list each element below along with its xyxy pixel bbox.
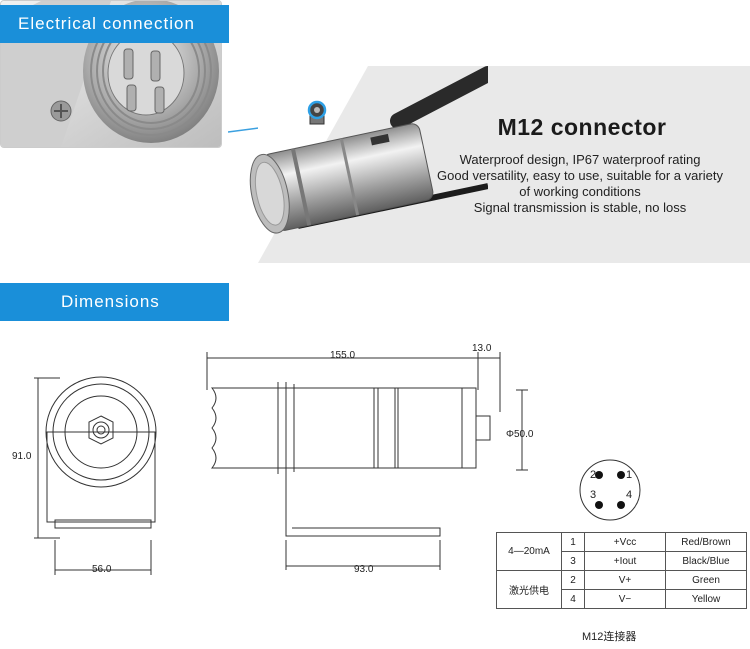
pin-label: 2 [590, 469, 597, 481]
group-label: 4—20mA [496, 532, 562, 571]
pin-cell: 1 [561, 532, 585, 552]
dim-length-connector: 13.0 [472, 343, 492, 354]
pin-cell: 2 [561, 570, 585, 590]
dim-diameter: Φ50.0 [506, 429, 534, 440]
side-view-drawing [206, 352, 528, 570]
pin-label: 4 [626, 489, 633, 501]
product-title: M12 connector [497, 114, 667, 140]
color-cell: Red/Brown [665, 532, 747, 552]
section-header-dimensions: Dimensions [0, 283, 229, 321]
feature-line: Signal transmission is stable, no loss [473, 200, 687, 215]
color-cell: Yellow [665, 589, 747, 609]
pin-cell: 4 [561, 589, 585, 609]
table-row: 激光供电 2 V+ Green [496, 570, 747, 609]
table-row: 4 V− Yellow [497, 589, 747, 609]
feature-line: Good versatility, easy to use, suitable … [437, 168, 723, 183]
table-row: 3 +Iout Black/Blue [497, 551, 747, 571]
signal-cell: V+ [584, 570, 666, 590]
table-row: 4—20mA 1 +Vcc Red/Brown [496, 532, 747, 571]
signal-cell: +Iout [584, 551, 666, 571]
front-view-drawing [34, 376, 157, 575]
group-label: 激光供电 [496, 570, 562, 609]
sensor-photo [238, 66, 496, 251]
section-header-electrical: Electrical connection [0, 5, 229, 43]
table-caption: M12连接器 [582, 631, 637, 643]
dim-front-width: 56.0 [92, 564, 112, 575]
pin-label: 1 [626, 469, 633, 481]
feature-line: of working conditions [519, 184, 641, 199]
feature-list: Waterproof design, IP67 waterproof ratin… [410, 152, 750, 216]
pin-diagram [579, 459, 641, 521]
color-cell: Green [665, 570, 747, 590]
wiring-table: 4—20mA 1 +Vcc Red/Brown 3 +Iout Black/Bl… [496, 532, 747, 609]
color-cell: Black/Blue [665, 551, 747, 571]
dim-height: 91.0 [12, 451, 32, 462]
feature-line: Waterproof design, IP67 waterproof ratin… [459, 152, 701, 167]
signal-cell: +Vcc [584, 532, 666, 552]
dim-bracket-length: 93.0 [354, 564, 374, 575]
pin-label: 3 [590, 489, 597, 501]
signal-cell: V− [584, 589, 666, 609]
pin-cell: 3 [561, 551, 585, 571]
dim-length-main: 155.0 [330, 350, 356, 361]
